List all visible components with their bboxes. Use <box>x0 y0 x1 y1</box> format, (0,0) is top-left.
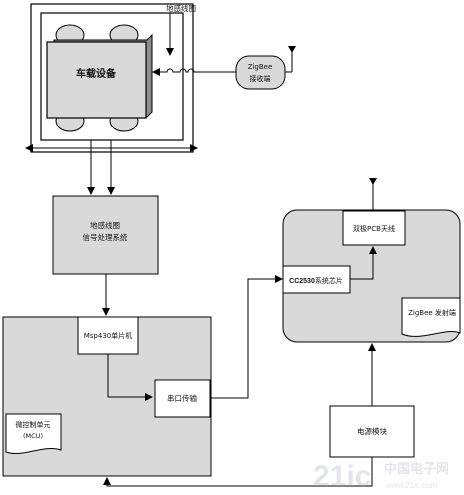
vehicle-label: 车载设备 <box>76 67 117 80</box>
signal-processing-label-2: 信号处理系统 <box>83 232 128 242</box>
zigbee-receiver-box <box>235 55 286 90</box>
power-module-box <box>329 405 415 458</box>
serial-label: 串口传输 <box>167 393 197 403</box>
power-module-label: 电源模块 <box>357 426 387 436</box>
watermark-logo: 21ic 中国电子网 www.21ic.com <box>313 460 449 493</box>
zigbee-receiver-label-1: ZigBee <box>248 63 273 71</box>
zigbee-tx-doc-shape <box>401 297 461 337</box>
mcu-label-2: (MCU) <box>23 432 43 440</box>
zigbee-receiver-label-2: 接收端 <box>250 74 271 83</box>
mcu-doc-shape <box>5 413 62 454</box>
receiver-to-vehicle-arrow <box>152 68 236 76</box>
signal-processing-label-1: 地感线圈 <box>90 220 120 230</box>
vehicle-device-box <box>46 33 153 119</box>
msp430-label: Msp430单片机 <box>84 331 133 340</box>
serial-to-cc2530-arrow <box>210 275 283 399</box>
cc2530-label: CC2530系统芯片 <box>289 276 343 285</box>
serial-box <box>154 379 211 418</box>
svg-text:21ic: 21ic <box>313 460 371 493</box>
pcb-antenna-label: 双极PCB天线 <box>353 224 395 233</box>
msp-to-serial-arrow <box>107 354 153 401</box>
signal-processing-box <box>52 195 159 275</box>
tx-antenna-icon <box>369 178 377 185</box>
zigbee-tx-label: ZigBee 发射端 <box>408 308 456 317</box>
msp430-box <box>77 316 139 355</box>
coil-label: 地感线圈 <box>166 3 196 13</box>
cc2530-to-antenna-arrow <box>350 246 377 280</box>
mcu-label-1: 微控制单元 <box>16 420 51 429</box>
svg-text:www.21ic.com: www.21ic.com <box>385 481 437 490</box>
power-to-controller-arrow <box>103 457 373 487</box>
svg-text:中国电子网: 中国电子网 <box>384 461 449 476</box>
ground-coil-loop <box>30 3 194 153</box>
receiver-antenna-icon <box>285 46 296 73</box>
pcb-antenna-box <box>342 210 406 246</box>
